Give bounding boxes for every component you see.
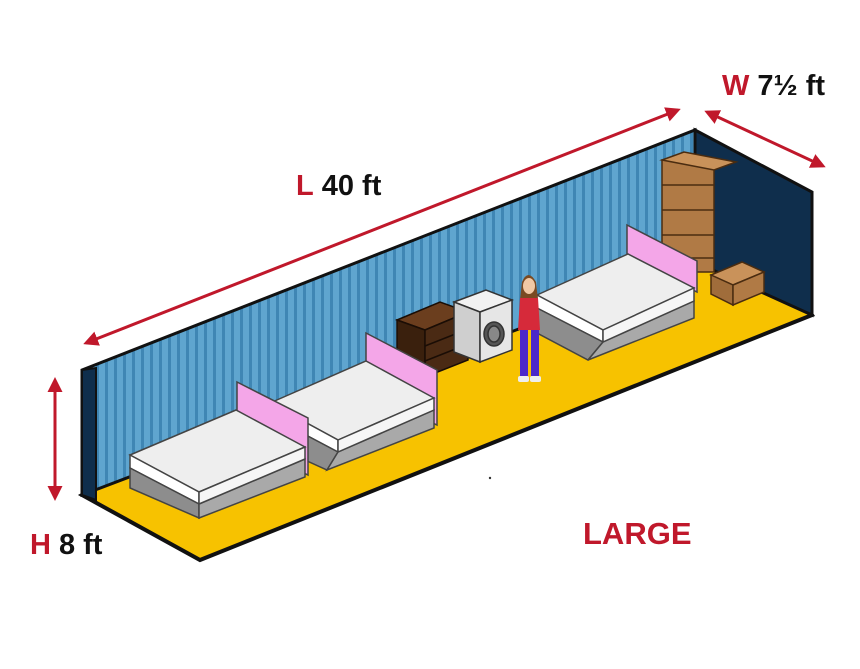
height-letter: H [30,529,51,561]
width-value: 7½ ft [757,70,826,102]
length-arrow [83,107,681,346]
box [709,261,766,307]
washing-machine [451,289,515,364]
length-letter: L [296,170,314,202]
length-value: 40 ft [321,170,382,202]
width-letter: W [722,70,750,102]
width-arrow [704,110,826,168]
unit-near-edge [81,366,97,502]
height-value: 8 ft [58,529,103,561]
unit-size-label: LARGE [583,516,692,551]
bed-near [128,380,309,520]
